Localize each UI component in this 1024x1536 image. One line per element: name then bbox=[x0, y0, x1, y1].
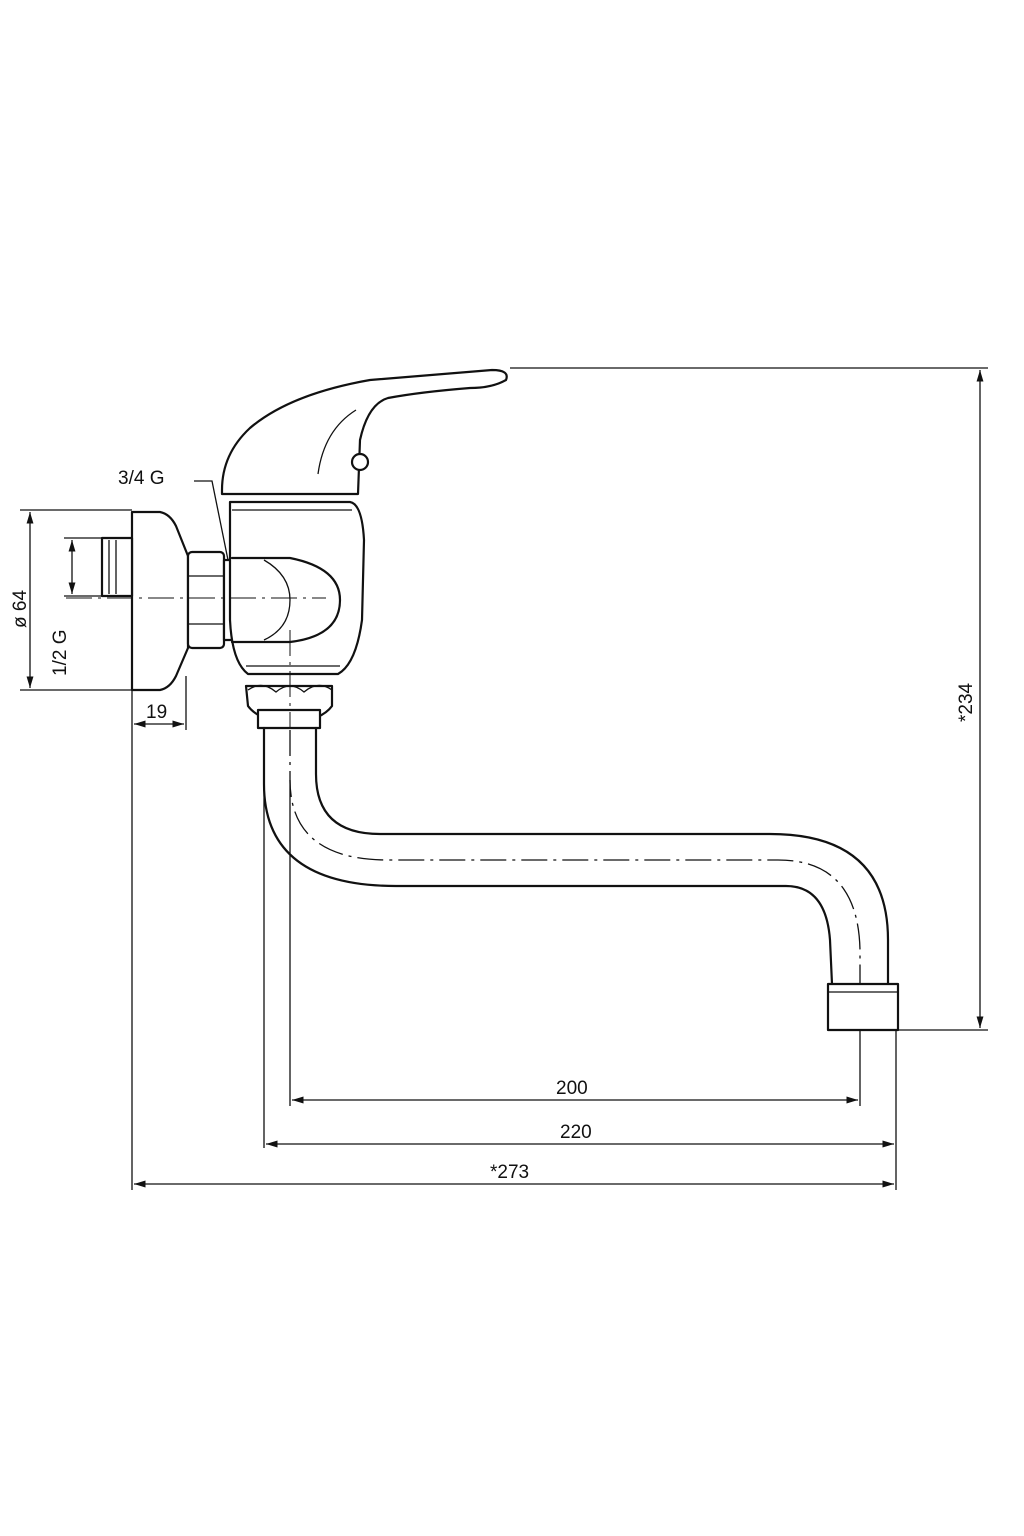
lever-handle bbox=[220, 368, 508, 496]
wall-flange bbox=[100, 510, 190, 692]
height-total-label: *234 bbox=[956, 682, 977, 722]
mixer-body bbox=[228, 500, 366, 676]
thread-outlet-leader bbox=[194, 480, 229, 561]
hex-nut bbox=[186, 550, 234, 650]
thread-outlet-label: 3/4 G bbox=[118, 468, 164, 489]
flange-diameter-label: ø 64 bbox=[10, 590, 31, 628]
thread-inlet-label: 1/2 G bbox=[50, 630, 71, 676]
spout-inner-label: 200 bbox=[556, 1078, 588, 1099]
spout-outer-label: 220 bbox=[560, 1122, 592, 1143]
length-total-label: *273 bbox=[490, 1162, 529, 1183]
spout bbox=[262, 726, 900, 1032]
spout-nut bbox=[244, 684, 334, 730]
flange-depth-label: 19 bbox=[146, 702, 167, 723]
